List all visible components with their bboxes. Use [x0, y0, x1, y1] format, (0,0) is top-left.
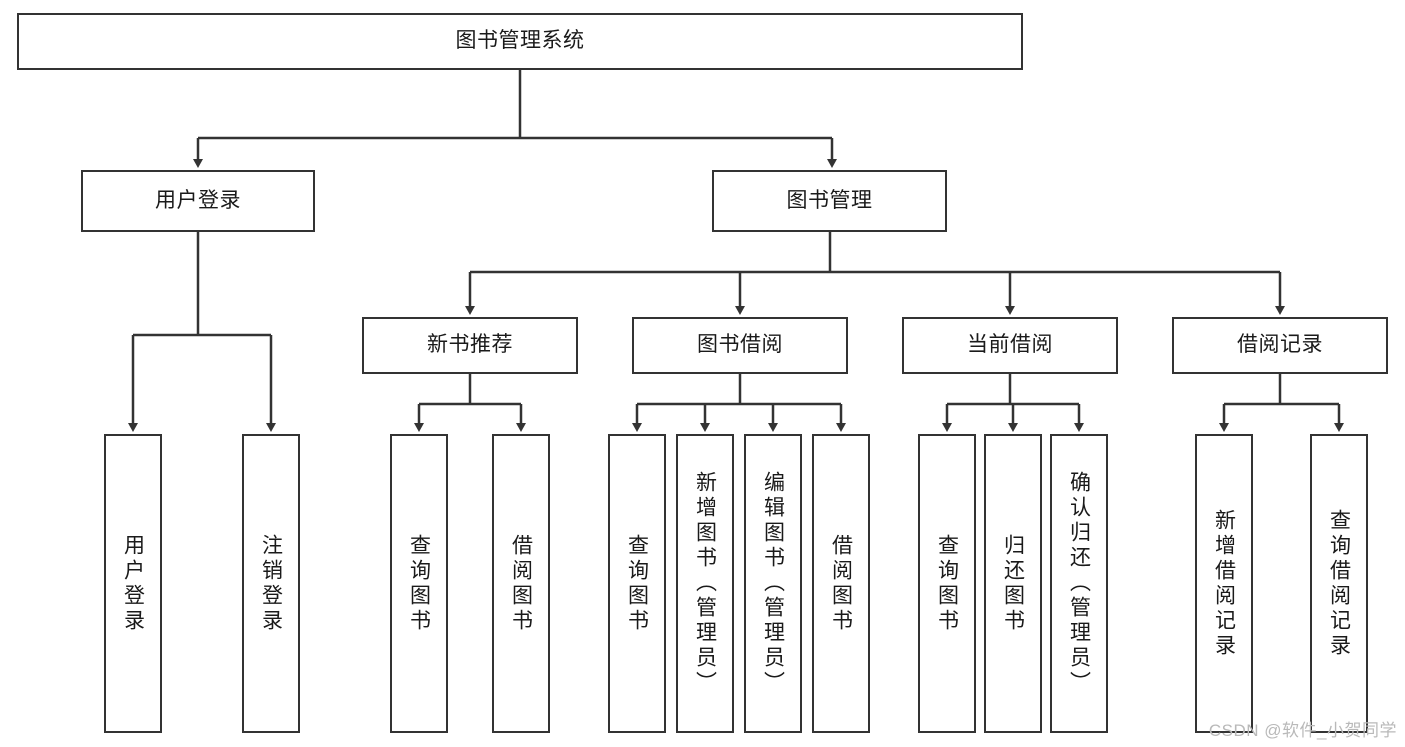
node-leaf-borrow-book-recommend[interactable]: 借阅图书: [492, 434, 550, 733]
node-root-label: 图书管理系统: [455, 29, 585, 53]
node-leaf-query-borrow-record-label: 查询借阅记录: [1327, 508, 1351, 659]
node-current-borrow[interactable]: 当前借阅: [902, 317, 1118, 374]
node-leaf-borrow-book[interactable]: 借阅图书: [812, 434, 870, 733]
node-leaf-confirm-return-admin-label: 确认归还（管理员）: [1067, 471, 1091, 696]
node-new-book-recommend[interactable]: 新书推荐: [362, 317, 578, 374]
node-leaf-confirm-return-admin[interactable]: 确认归还（管理员）: [1050, 434, 1108, 733]
node-borrow-records-label: 借阅记录: [1237, 333, 1323, 357]
node-leaf-borrow-book-recommend-label: 借阅图书: [509, 533, 533, 634]
node-book-management[interactable]: 图书管理: [712, 170, 947, 232]
node-leaf-query-book-recommend-label: 查询图书: [407, 533, 431, 634]
csdn-watermark: CSDN @软件_小贺同学: [1208, 721, 1397, 740]
node-leaf-query-book-borrow-label: 查询图书: [625, 533, 649, 634]
node-current-borrow-label: 当前借阅: [967, 333, 1053, 357]
node-leaf-query-book-current[interactable]: 查询图书: [918, 434, 976, 733]
node-leaf-query-book-recommend[interactable]: 查询图书: [390, 434, 448, 733]
node-leaf-add-book-admin[interactable]: 新增图书（管理员）: [676, 434, 734, 733]
node-leaf-add-book-admin-label: 新增图书（管理员）: [693, 471, 717, 696]
node-leaf-add-borrow-record[interactable]: 新增借阅记录: [1195, 434, 1253, 733]
node-leaf-logout-label: 注销登录: [259, 533, 283, 634]
node-leaf-logout[interactable]: 注销登录: [242, 434, 300, 733]
node-book-borrow[interactable]: 图书借阅: [632, 317, 848, 374]
node-leaf-edit-book-admin[interactable]: 编辑图书（管理员）: [744, 434, 802, 733]
node-borrow-records[interactable]: 借阅记录: [1172, 317, 1388, 374]
node-leaf-add-borrow-record-label: 新增借阅记录: [1212, 508, 1236, 659]
node-leaf-user-login-label: 用户登录: [121, 533, 145, 634]
node-leaf-return-book-label: 归还图书: [1001, 533, 1025, 634]
node-leaf-edit-book-admin-label: 编辑图书（管理员）: [761, 471, 785, 696]
node-leaf-query-borrow-record[interactable]: 查询借阅记录: [1310, 434, 1368, 733]
node-leaf-return-book[interactable]: 归还图书: [984, 434, 1042, 733]
node-book-management-label: 图书管理: [786, 188, 873, 212]
node-root[interactable]: 图书管理系统: [17, 13, 1023, 70]
node-leaf-query-book-borrow[interactable]: 查询图书: [608, 434, 666, 733]
node-leaf-query-book-current-label: 查询图书: [935, 533, 959, 634]
node-user-login-label: 用户登录: [155, 188, 241, 212]
node-book-borrow-label: 图书借阅: [697, 333, 783, 357]
node-new-book-recommend-label: 新书推荐: [427, 333, 513, 357]
node-leaf-borrow-book-label: 借阅图书: [829, 533, 853, 634]
node-leaf-user-login[interactable]: 用户登录: [104, 434, 162, 733]
node-user-login[interactable]: 用户登录: [81, 170, 315, 232]
